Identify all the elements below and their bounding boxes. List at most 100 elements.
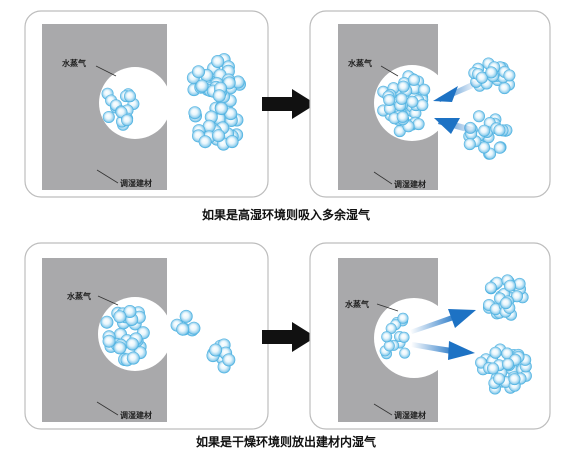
vapor-droplet	[187, 321, 201, 335]
vapor-droplet	[501, 347, 514, 360]
vapor-droplet	[463, 138, 476, 151]
vapor-droplet	[212, 89, 226, 103]
row-caption: 如果是干燥环境则放出建材内湿气	[196, 434, 376, 449]
vapor-droplet	[395, 92, 408, 105]
vapor-leader-line	[376, 303, 399, 312]
vapor-leader-line	[95, 65, 117, 77]
vapor-droplet	[493, 141, 506, 154]
arrow-head	[292, 322, 316, 352]
outside-vapor-cluster-bottom	[206, 338, 236, 374]
pore-vapor-cluster	[100, 305, 150, 367]
row-2: 水蒸气 调湿建材 水蒸气 调湿建材	[24, 242, 551, 449]
vapor-droplet	[484, 281, 497, 294]
outside-vapor-cluster	[186, 53, 246, 151]
vapor-droplet	[504, 279, 516, 292]
vapor-droplet	[502, 358, 514, 371]
vapor-droplet	[124, 90, 136, 103]
transition-arrow	[262, 322, 316, 352]
vapor-droplet	[478, 141, 491, 154]
vapor-droplet	[489, 346, 502, 359]
vapor-droplet	[493, 372, 506, 385]
vapor-droplet	[113, 341, 127, 355]
vapor-droplet	[473, 110, 485, 123]
pore-vapor-cluster	[101, 87, 140, 131]
vapor-leader-line	[380, 65, 399, 77]
vapor-droplet	[188, 106, 202, 120]
incoming-vapor-cluster-bottom	[463, 110, 513, 160]
vapor-droplet	[503, 69, 516, 82]
flow-arrow-head	[434, 118, 460, 134]
vapor-droplet	[513, 277, 526, 290]
vapor-droplet	[493, 124, 506, 137]
vapor-droplet	[102, 111, 115, 123]
pore-vapor-cluster	[377, 70, 431, 138]
vapor-droplet	[489, 303, 502, 316]
flow-streak	[411, 342, 452, 354]
vapor-label: 水蒸气	[66, 291, 91, 301]
incoming-vapor-cluster-top	[468, 57, 516, 95]
vapor-droplet	[195, 79, 209, 93]
vapor-droplet	[500, 297, 512, 310]
vapor-droplet	[511, 290, 523, 303]
vapor-droplet	[412, 118, 425, 131]
vapor-droplet	[125, 337, 139, 351]
outside-vapor-cluster-top	[170, 309, 201, 337]
material-label: 调湿建材	[394, 179, 426, 189]
row1-left-panel: 水蒸气 调湿建材	[24, 10, 269, 198]
inward-flow-arrows	[433, 80, 478, 134]
row1-right-panel: 水蒸气 调湿建材	[309, 10, 551, 198]
vapor-droplet	[406, 95, 419, 108]
arrow-shaft	[262, 330, 292, 344]
outward-flow-arrows	[410, 309, 476, 360]
vapor-droplet	[212, 129, 225, 143]
vapor-droplet	[399, 347, 411, 359]
vapor-droplet	[381, 331, 393, 343]
pore-vapor-cluster	[379, 312, 411, 360]
vapor-droplet	[214, 102, 228, 115]
vapor-droplet	[121, 114, 134, 127]
vapor-droplet	[383, 102, 396, 115]
vapor-droplet	[475, 71, 488, 84]
vapor-droplet	[202, 119, 216, 133]
vapor-droplet	[408, 73, 420, 86]
vapor-droplet	[211, 55, 225, 68]
vapor-droplet	[508, 373, 521, 386]
vapor-droplet	[498, 82, 511, 95]
flow-streak	[410, 315, 454, 334]
vapor-droplet	[385, 323, 397, 334]
vapor-droplet	[123, 305, 137, 318]
vapor-droplet	[225, 135, 239, 149]
row2-left-panel: 水蒸气 调湿建材	[24, 242, 269, 430]
vapor-droplet	[222, 353, 236, 367]
vapor-droplet	[398, 331, 410, 343]
material-label: 调湿建材	[394, 410, 426, 420]
vapor-droplet	[383, 340, 395, 352]
vapor-droplet	[478, 124, 491, 137]
vapor-droplet	[198, 135, 212, 149]
released-vapor-cluster-bottom	[475, 343, 532, 395]
flow-arrow-head	[448, 341, 475, 360]
vapor-droplet	[396, 110, 409, 123]
arrow-head	[292, 89, 316, 119]
material-label: 调湿建材	[120, 410, 152, 420]
vapor-droplet	[209, 343, 223, 357]
vapor-droplet	[113, 310, 127, 324]
vapor-droplet	[102, 334, 116, 348]
row2-right-panel: 水蒸气 调湿建材	[309, 242, 551, 430]
material-leader-line	[96, 169, 119, 184]
vapor-droplet	[126, 351, 140, 365]
vapor-leader-line	[97, 295, 119, 306]
material-leader-line	[373, 403, 393, 416]
material-label: 调湿建材	[120, 178, 152, 188]
material-leader-line	[96, 401, 119, 416]
vapor-droplet	[100, 315, 114, 329]
vapor-droplet	[176, 322, 190, 336]
vapor-droplet	[397, 312, 409, 324]
vapor-label: 水蒸气	[347, 58, 372, 68]
vapor-droplet	[487, 362, 499, 375]
vapor-label: 水蒸气	[344, 299, 369, 309]
vapor-droplet	[416, 99, 429, 112]
vapor-droplet	[418, 83, 431, 96]
flow-arrow-head	[448, 309, 476, 328]
